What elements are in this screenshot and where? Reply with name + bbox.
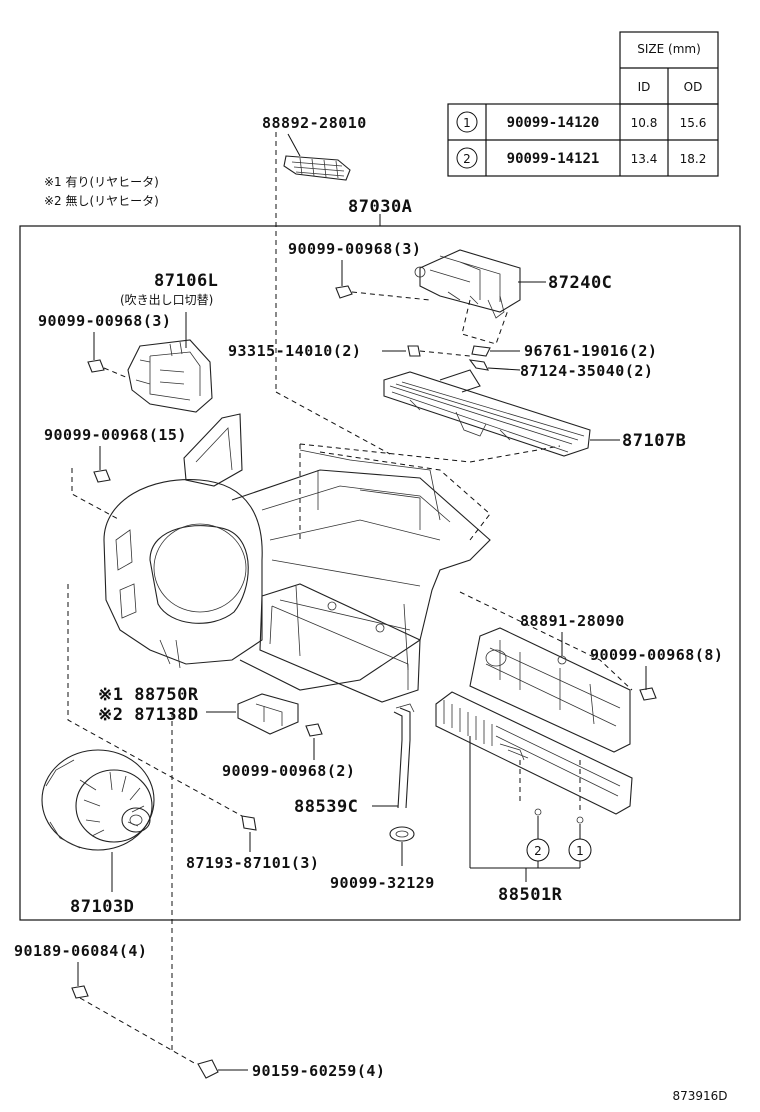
servo-87106l-icon bbox=[127, 339, 213, 413]
label-87107B[interactable]: 87107B bbox=[622, 431, 686, 451]
screw-icon bbox=[335, 285, 431, 301]
label-87193-87101[interactable]: 87193-87101(3) bbox=[186, 854, 319, 872]
clip-icon bbox=[468, 345, 491, 371]
label-87124-35040[interactable]: 87124-35040(2) bbox=[520, 362, 653, 380]
label-96761-19016[interactable]: 96761-19016(2) bbox=[524, 342, 657, 360]
label-87106L-desc: (吹き出し口切替) bbox=[120, 293, 213, 307]
screw-icon bbox=[639, 687, 657, 701]
grommet-icon bbox=[389, 826, 415, 842]
cover-88891-icon bbox=[469, 627, 631, 753]
label-87106L[interactable]: 87106L bbox=[154, 271, 218, 291]
screw-icon bbox=[305, 723, 323, 737]
label-90099-00968-2[interactable]: 90099-00968(2) bbox=[222, 762, 355, 780]
bolt-icon bbox=[407, 345, 471, 357]
diagram-id: 873916D bbox=[672, 1089, 727, 1103]
note-1: ※1 有り(リヤヒータ) bbox=[44, 175, 159, 189]
label-87240C[interactable]: 87240C bbox=[548, 273, 612, 293]
label-90099-00968-3a[interactable]: 90099-00968(3) bbox=[288, 240, 421, 258]
screw-icon bbox=[197, 1059, 219, 1079]
servo-87240c-icon bbox=[414, 249, 521, 319]
label-87030A[interactable]: 87030A bbox=[348, 197, 412, 217]
label-88750R[interactable]: ※1 88750R bbox=[98, 685, 199, 705]
resistor-88750r-icon bbox=[237, 693, 299, 735]
label-88539C[interactable]: 88539C bbox=[294, 797, 358, 817]
label-90189-06084[interactable]: 90189-06084(4) bbox=[14, 942, 147, 960]
label-90099-00968-8[interactable]: 90099-00968(8) bbox=[590, 646, 723, 664]
size-table-row2-id: 13.4 bbox=[631, 152, 658, 166]
size-table-row1-part: 90099-14120 bbox=[507, 115, 600, 131]
size-table: SIZE (mm) ID OD 1 90099-14120 10.8 15.6 … bbox=[447, 31, 719, 177]
label-90099-00968-15[interactable]: 90099-00968(15) bbox=[44, 426, 187, 444]
blower-motor-87103d-icon bbox=[41, 749, 155, 851]
register-88892-icon bbox=[283, 155, 351, 181]
size-table-row2-ref: 2 bbox=[463, 152, 471, 166]
size-table-row2-part: 90099-14121 bbox=[507, 151, 600, 167]
size-table-row1-od: 15.6 bbox=[680, 116, 707, 130]
screw-icon bbox=[241, 815, 257, 831]
label-90159-60259[interactable]: 90159-60259(4) bbox=[252, 1062, 385, 1080]
note-2: ※2 無し(リヤヒータ) bbox=[44, 193, 159, 208]
label-88501R[interactable]: 88501R bbox=[498, 885, 563, 905]
screw-icon bbox=[87, 359, 129, 379]
size-table-row2-od: 18.2 bbox=[680, 152, 707, 166]
size-table-row1-id: 10.8 bbox=[631, 116, 658, 130]
label-88891-28090[interactable]: 88891-28090 bbox=[520, 612, 625, 630]
label-90099-00968-3b[interactable]: 90099-00968(3) bbox=[38, 312, 171, 330]
circle-label-2: 2 bbox=[534, 844, 542, 858]
label-87138D[interactable]: ※2 87138D bbox=[98, 705, 199, 725]
label-88892-28010[interactable]: 88892-28010 bbox=[262, 114, 367, 132]
size-table-header: SIZE (mm) bbox=[637, 42, 701, 56]
size-table-col-id: ID bbox=[638, 80, 651, 94]
drain-hose-88539c-icon bbox=[393, 703, 415, 809]
label-87103D[interactable]: 87103D bbox=[70, 897, 134, 917]
label-93315-14010[interactable]: 93315-14010(2) bbox=[228, 342, 361, 360]
circle-label-1: 1 bbox=[576, 844, 584, 858]
size-table-col-od: OD bbox=[684, 80, 703, 94]
screw-icon bbox=[93, 469, 111, 483]
size-table-row1-ref: 1 bbox=[463, 116, 471, 130]
assembly-frame bbox=[19, 225, 741, 921]
nut-icon bbox=[71, 985, 89, 999]
label-90099-32129[interactable]: 90099-32129 bbox=[330, 874, 435, 892]
heater-unit-housing-icon bbox=[103, 413, 491, 703]
heater-core-87107b-icon bbox=[383, 369, 591, 457]
evaporator-88501r-icon bbox=[435, 691, 633, 815]
